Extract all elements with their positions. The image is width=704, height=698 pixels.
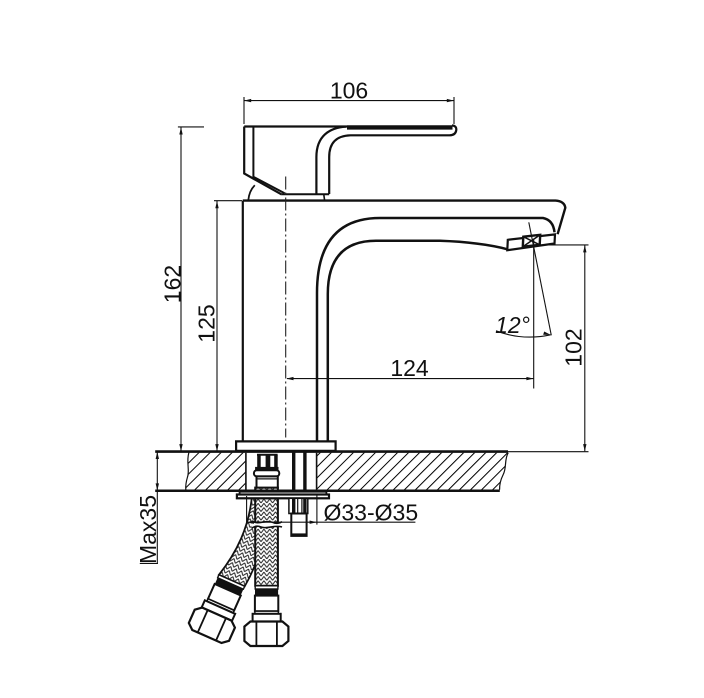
svg-text:Max35: Max35 — [135, 495, 161, 564]
svg-text:106: 106 — [330, 78, 368, 104]
svg-text:12°: 12° — [495, 312, 530, 338]
svg-text:124: 124 — [390, 355, 429, 381]
svg-text:162: 162 — [160, 265, 186, 303]
svg-text:Ø33-Ø35: Ø33-Ø35 — [324, 500, 419, 526]
svg-text:125: 125 — [194, 304, 220, 342]
svg-text:102: 102 — [561, 328, 587, 366]
